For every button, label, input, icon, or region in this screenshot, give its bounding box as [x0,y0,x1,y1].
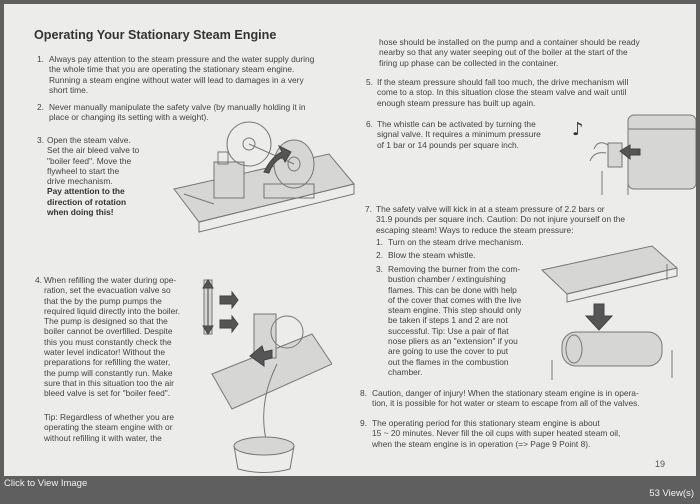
item-3-line: drive mechanism. [47,176,113,187]
item-4-line: bleed valve is set for "boiler feed". [44,388,171,399]
tip-line: without refilling it with water, the [44,432,162,443]
item-5-text: If the steam pressure should fall too mu… [377,77,677,108]
item-3-line: Set the air bleed valve to [47,145,140,156]
item-4-line: this you must constantly check the [44,336,172,347]
tip-text: Tip: Regardless of whether you are opera… [44,412,204,443]
item-3-text: Open the steam valve. Set the air bleed … [47,135,157,217]
item-4-line: required liquid directly into the boiler… [44,305,180,316]
music-note-icon: ♪ [572,119,584,140]
continued-line: hose should be installed on the pump and… [379,37,640,47]
item-4-line: sure that in this situation too the air [44,377,174,388]
tip-line: Tip: Regardless of whether you are [44,412,175,422]
sub-3-line: out the flames in the combustion [388,356,509,367]
item-9-line: The operating period for this stationary… [372,418,600,428]
footer-bar: Click to View Image 53 View(s) [0,476,700,504]
item-6-line: The whistle can be activated by turning … [377,119,536,129]
item-8-text: Caution, danger of injury! When the stat… [372,388,692,409]
item-1-number: 1. [37,54,44,64]
item-7-number: 7. [365,204,372,214]
tip-line: operating the steam engine with or [44,422,173,433]
views-count: 53 View(s) [649,488,694,499]
item-7-line: The safety valve will kick in at a steam… [376,204,605,214]
click-to-view-link[interactable]: Click to View Image [4,478,88,489]
item-4-text: When refilling the water during ope- rat… [44,275,194,399]
item-4-line: When refilling the water during ope- [44,275,177,285]
item-9-text: The operating period for this stationary… [372,418,692,449]
item-9-number: 9. [360,418,367,428]
item-4-line: ration, set the evacuation valve so [44,285,171,296]
item-3-warning-line: when doing this! [47,207,114,218]
sub-3-line: be taken if steps 1 and 2 are not [388,315,508,326]
water-pump-illustration [202,279,332,473]
sub-3-line: are going to use the cover to put [388,346,509,357]
item-8-line: Caution, danger of injury! When the stat… [372,388,639,398]
item-3-warning-line: Pay attention to the [47,186,125,197]
item-3-warning-line: direction of rotation [47,196,127,207]
item-4-line: the pump will constantly run. Make [44,367,173,378]
sub-3-line: flames. This can be done with help [388,284,517,295]
item-5-line: enough steam pressure has built up again… [377,97,536,108]
item-2-number: 2. [37,102,44,112]
steam-whistle-illustration: ♪ [572,114,696,195]
item-1-line: Running a steam engine without water wil… [49,74,304,85]
item-6-number: 6. [366,119,373,129]
item-4-line: boiler cannot be overfilled. Despite [44,326,173,337]
item-6-line: signal valve. It requires a minimum pres… [377,129,541,140]
manual-page: Operating Your Stationary Steam Engine 1… [4,4,696,476]
item-8-line: tion, it is possible for hot water or st… [372,398,640,409]
item-2-line: place or changing its setting with a wei… [49,112,209,123]
sub-3-line: of the cover that comes with the live [388,294,522,305]
page-number: 19 [655,459,666,469]
item-4-number: 4. [35,275,42,285]
item-4-line: water level indicator! Without the [44,347,166,358]
item-5-number: 5. [366,77,373,87]
sub-3-line: steam engine. This step should only [388,305,522,316]
burner-cover-illustration [540,245,679,380]
item-5-line: If the steam pressure should fall too mu… [377,77,629,87]
sub-3-text: Removing the burner from the com- bustio… [388,264,548,377]
item-5-line: come to a stop. In this situation close … [377,87,627,98]
continued-line: nearby so that any water seeping out of … [379,47,628,58]
continued-line: firing up phase can be collected in the … [379,57,559,68]
item-3-number: 3. [37,135,44,145]
steam-engine-illustration [173,121,355,233]
sub-2-number: 2. [376,250,383,260]
sub-3-line: Removing the burner from the com- [388,264,521,274]
item-9-line: when the steam engine is in operation (=… [372,438,591,449]
sub-3-line: chamber. [388,366,423,377]
sub-3-line: bustion chamber / extinguishing [388,274,506,285]
sub-3-line: nose pliers as an "extension" if you [388,336,518,347]
item-7-line: 31.9 pounds per square inch. Caution: Do… [376,214,626,225]
item-4-line: preparations for refilling the water, [44,357,171,368]
item-2-line: Never manually manipulate the safety val… [49,102,306,112]
item-8-number: 8. [360,388,367,398]
sub-2-text: Blow the steam whistle. [388,250,476,260]
sub-1-text: Turn on the steam drive mechanism. [388,237,524,247]
item-1-line: the whole time that you are operating th… [49,64,295,75]
item-1-text: Always pay attention to the steam pressu… [49,54,349,95]
item-4-line: The pump is designed so that the [44,316,168,327]
item-3-line: flywheel to start the [47,165,120,176]
item-6-line: of 1 bar or 14 pounds per square inch. [377,139,520,150]
sub-3-line: successful. Tip: Use a pair of flat [388,325,509,336]
item-3-line: "boiler feed". Move the [47,155,132,166]
item-6-text: The whistle can be activated by turning … [377,119,577,150]
item-9-line: 15 ~ 20 minutes. Never fill the oil cups… [372,428,621,439]
item-1-line: Always pay attention to the steam pressu… [49,54,315,64]
item-7-line: escaping steam! Ways to reduce the steam… [376,224,574,235]
sub-3-number: 3. [376,264,383,274]
continued-text: hose should be installed on the pump and… [379,37,679,68]
page-title: Operating Your Stationary Steam Engine [34,28,277,42]
item-3-line: Open the steam valve. [47,135,131,145]
sub-1-number: 1. [376,237,383,247]
item-4-line: that the by the pump pumps the [44,295,162,306]
item-2-text: Never manually manipulate the safety val… [49,102,349,123]
item-1-line: short time. [49,84,89,95]
item-7-text: The safety valve will kick in at a steam… [376,204,676,235]
